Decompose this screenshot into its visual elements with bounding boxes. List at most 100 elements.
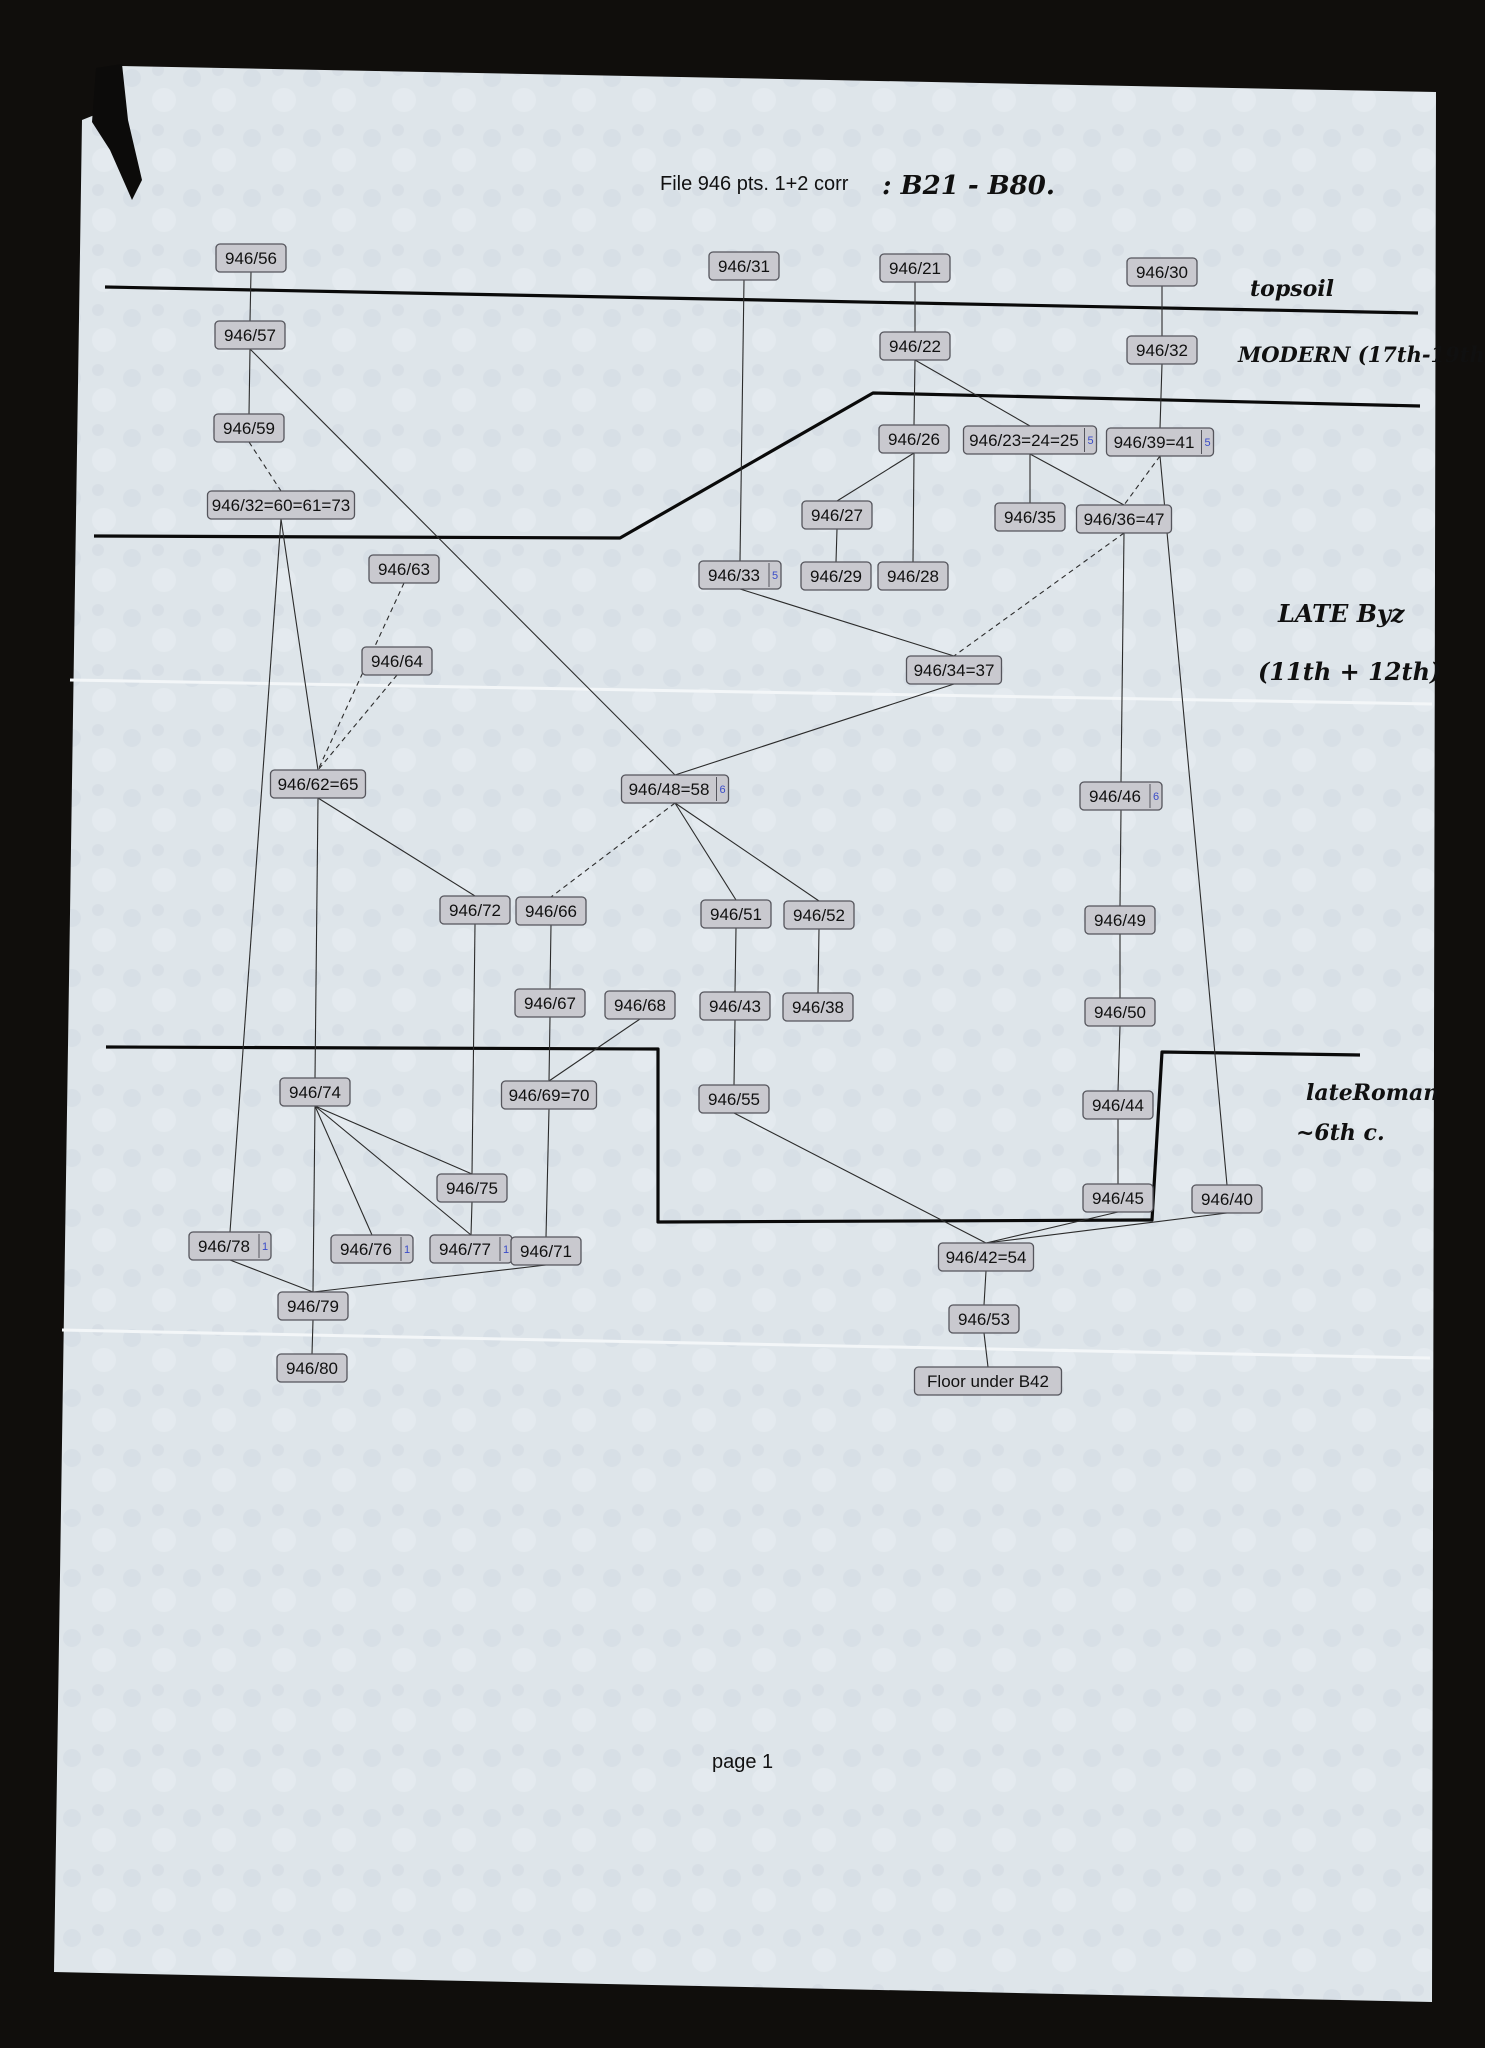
node-label: 946/59 xyxy=(223,419,275,438)
context-node-n67: 946/67 xyxy=(514,988,586,1018)
context-node-n30: 946/30 xyxy=(1126,257,1198,287)
node-box xyxy=(994,502,1066,532)
node-label: 946/68 xyxy=(614,996,666,1015)
paper-fold xyxy=(69,678,1433,706)
node-count-badge: 5 xyxy=(1204,437,1210,449)
node-box xyxy=(962,425,1098,455)
node-box xyxy=(1084,997,1156,1027)
node-box xyxy=(878,424,950,454)
edge-n39-n36 xyxy=(1123,455,1161,506)
node-box xyxy=(877,561,949,591)
node-box xyxy=(879,331,951,361)
node-box xyxy=(604,990,676,1020)
context-node-n71: 946/71 xyxy=(510,1236,582,1266)
node-label: 946/23=24=25 xyxy=(969,431,1079,450)
node-label: 946/22 xyxy=(889,337,941,356)
edge-n74-n76 xyxy=(314,1105,373,1236)
edge-n79-n80 xyxy=(311,1319,314,1355)
node-box xyxy=(1079,781,1163,811)
context-node-n49: 946/49 xyxy=(1084,905,1156,935)
phase-line-modern xyxy=(93,391,1421,540)
node-box xyxy=(1082,1183,1154,1213)
context-node-n80: 946/80 xyxy=(276,1353,348,1383)
context-node-n51: 946/51 xyxy=(700,899,772,929)
node-box xyxy=(1126,335,1198,365)
node-label: 946/28 xyxy=(887,567,939,586)
edge-n59-n32a xyxy=(248,441,282,492)
context-node-n69: 946/69=70 xyxy=(500,1080,598,1110)
node-label: 946/51 xyxy=(710,905,762,924)
context-node-n29: 946/29 xyxy=(800,561,872,591)
node-label: 946/72 xyxy=(449,901,501,920)
context-node-n43: 946/43 xyxy=(699,991,771,1021)
node-box xyxy=(269,769,367,799)
edge-n57-n59 xyxy=(248,348,251,415)
node-label: 946/38 xyxy=(792,998,844,1017)
node-box xyxy=(436,1173,508,1203)
context-node-n45: 946/45 xyxy=(1082,1183,1154,1213)
node-label: 946/69=70 xyxy=(509,1086,590,1105)
edge-n46-n49 xyxy=(1119,809,1122,907)
context-node-n32: 946/32 xyxy=(1126,335,1198,365)
page-number: page 1 xyxy=(712,1751,773,1773)
edge-n50-n44 xyxy=(1117,1025,1121,1092)
context-node-n42: 946/42=54 xyxy=(937,1242,1035,1272)
edge-n36-n46 xyxy=(1120,532,1125,783)
edge-n32a-n78 xyxy=(229,518,282,1233)
edge-n55-n42 xyxy=(733,1112,987,1244)
edge-n43-n55 xyxy=(733,1019,736,1086)
node-label: 946/21 xyxy=(889,259,941,278)
node-label: 946/32 xyxy=(1136,341,1188,360)
edge-n26-n28 xyxy=(912,452,915,563)
paper-sheet xyxy=(54,66,1436,2002)
node-box xyxy=(801,500,873,530)
node-count-badge: 1 xyxy=(404,1244,410,1256)
edges-layer xyxy=(229,271,1228,1368)
edge-n78-n79 xyxy=(229,1259,314,1293)
edge-n48-n66 xyxy=(550,802,676,898)
edge-n48-n52 xyxy=(674,802,820,902)
edge-n62-n74 xyxy=(314,797,319,1079)
node-label: 946/64 xyxy=(371,652,423,671)
handwritten-range: : B21 - B80. xyxy=(882,171,1055,201)
paper-fold xyxy=(61,1328,1431,1360)
node-box xyxy=(913,1366,1063,1396)
node-box xyxy=(620,774,730,804)
node-label: 946/77 xyxy=(439,1240,491,1259)
context-node-n21: 946/21 xyxy=(879,253,951,283)
node-count-badge: 1 xyxy=(503,1244,509,1256)
node-label: 946/43 xyxy=(709,997,761,1016)
edge-n22-n23 xyxy=(914,359,1031,427)
context-node-n64: 946/64 xyxy=(361,646,433,676)
node-label: 946/45 xyxy=(1092,1189,1144,1208)
node-label: 946/63 xyxy=(378,560,430,579)
node-label: 946/33 xyxy=(708,566,760,585)
node-label: 946/39=41 xyxy=(1114,433,1195,452)
node-count-badge: 6 xyxy=(719,784,725,796)
context-node-n72: 946/72 xyxy=(439,895,511,925)
node-label: 946/50 xyxy=(1094,1003,1146,1022)
context-node-n56: 946/56 xyxy=(215,243,287,273)
edge-n66-n67 xyxy=(549,924,552,990)
context-node-n38: 946/38 xyxy=(782,992,854,1022)
node-box xyxy=(1084,905,1156,935)
edge-n31-n33 xyxy=(739,279,745,562)
context-node-n57: 946/57 xyxy=(214,320,286,350)
context-node-n22: 946/22 xyxy=(879,331,951,361)
edge-n53-nfloor xyxy=(983,1332,989,1368)
edge-n74-n75 xyxy=(314,1105,473,1175)
edge-n57-n48 xyxy=(249,348,676,776)
context-node-n66: 946/66 xyxy=(515,896,587,926)
node-box xyxy=(206,490,356,520)
node-label: 946/62=65 xyxy=(278,775,359,794)
context-node-nfloor: Floor under B42 xyxy=(913,1366,1063,1396)
context-node-n39: 946/39=41 5 xyxy=(1105,427,1215,457)
node-box xyxy=(698,1084,770,1114)
node-box xyxy=(948,1304,1020,1334)
edge-n74-n79 xyxy=(312,1105,316,1293)
edge-n52-n38 xyxy=(817,928,820,994)
context-node-n26: 946/26 xyxy=(878,424,950,454)
context-node-n28: 946/28 xyxy=(877,561,949,591)
